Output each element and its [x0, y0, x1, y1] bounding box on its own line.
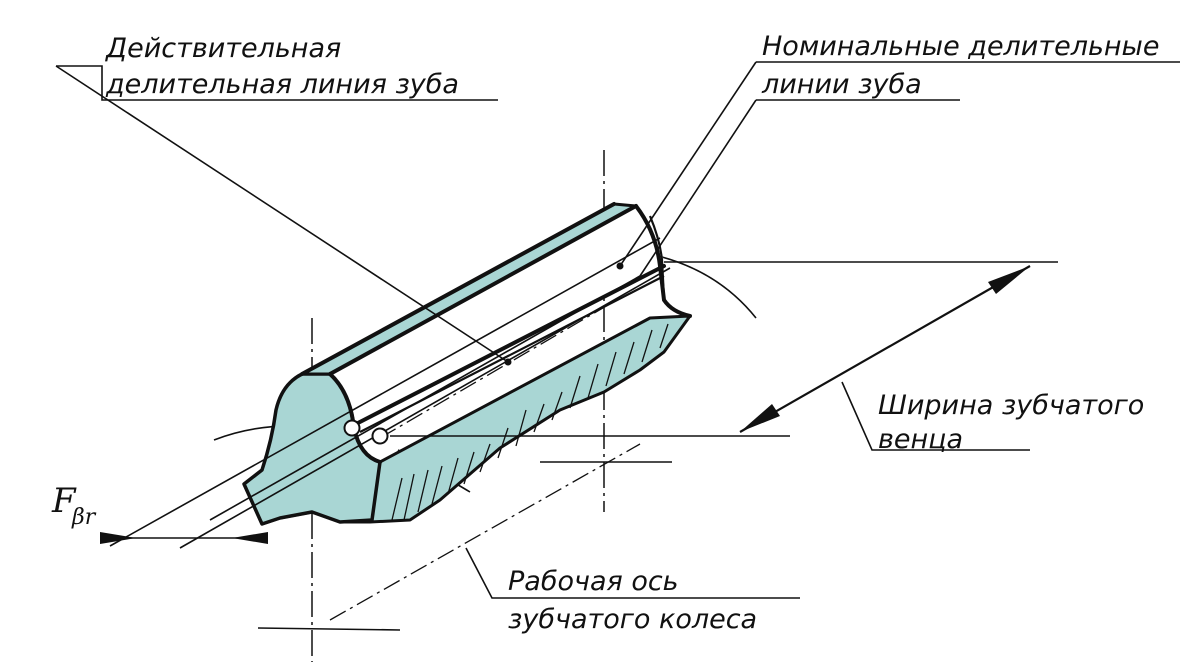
- tip-edge-back: [328, 204, 638, 376]
- working-axis-label-1: Рабочая ось: [508, 566, 679, 597]
- nominal-lines-label-2: линии зуба: [761, 69, 922, 100]
- front-horizontal-tick: [257, 627, 401, 631]
- tip-edge-front: [300, 202, 616, 376]
- face-width-leader: [841, 381, 1030, 451]
- actual-pitch-point: [343, 419, 361, 437]
- actual-line-label-1: Действительная: [105, 33, 341, 64]
- face-width-dimension-line: [739, 265, 1031, 433]
- deviation-subscript: βr: [71, 505, 97, 530]
- nominal-lines-label-1: Номинальные делительные: [762, 31, 1159, 62]
- back-tooth-inner-edge: [648, 215, 666, 299]
- working-axis-label-2: зубчатого колеса: [508, 604, 757, 635]
- face-width-arrow-back: [988, 266, 1030, 294]
- pitch-center-line: [379, 297, 621, 439]
- working-axis-line: [329, 443, 641, 621]
- deviation-arrow-left: [100, 532, 136, 544]
- face-width-label-2: венца: [878, 424, 963, 455]
- actual-pitch-line: [109, 237, 661, 547]
- deviation-symbol: F: [51, 481, 77, 521]
- face-width-arrow-front: [740, 404, 780, 432]
- nominal-leader-1: [619, 61, 757, 267]
- face-width-label-1: Ширина зубчатого: [878, 390, 1144, 421]
- working-axis-leader: [465, 547, 800, 599]
- nominal-pitch-line-1: [179, 267, 671, 549]
- nominal-pitch-point: [371, 427, 389, 445]
- actual-line-leader: [55, 65, 509, 363]
- nominal-pitch-line-2: [209, 275, 641, 521]
- deviation-arrow-right: [232, 532, 268, 544]
- actual-line-label-underline: [56, 65, 498, 101]
- cut-surface-hatching: [391, 323, 669, 521]
- actual-line-label-2: делительная линия зуба: [105, 69, 459, 100]
- nominal-leader-2: [639, 99, 757, 277]
